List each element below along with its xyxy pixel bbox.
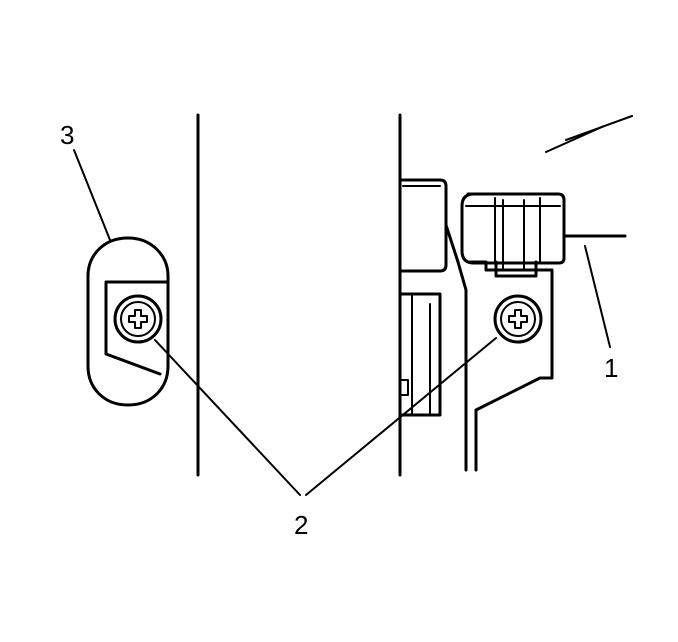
- leader-line-3: [73, 149, 111, 241]
- leader-line-2b: [305, 337, 497, 496]
- phillips-screw-right: [493, 294, 543, 344]
- module-bracket: [398, 178, 468, 472]
- callout-1: 1: [604, 353, 619, 383]
- leader-line-2a: [154, 339, 301, 496]
- callout-3: 3: [60, 120, 75, 150]
- mounting-plate: [468, 260, 554, 472]
- phillips-screw-left: [113, 294, 163, 344]
- leader-line-1: [584, 245, 611, 348]
- connector: [460, 192, 627, 278]
- callout-2: 2: [294, 510, 309, 540]
- break-mark-lower: [545, 125, 605, 153]
